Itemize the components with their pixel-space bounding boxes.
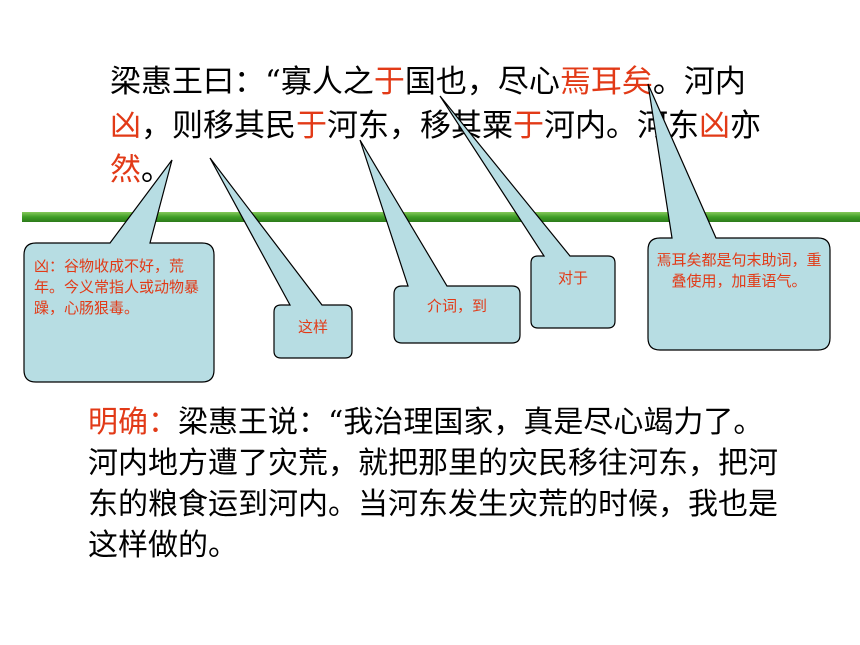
text-segment: 河内。河东 [544,108,699,144]
text-segment: 。河内 [652,64,746,100]
callout-yu-to-shape [359,139,521,344]
callout-yu-for-text: 对于 [557,269,588,287]
callout-yan-er-yi-shape [647,83,831,351]
callout-yu-to-text: 介词，到 [426,297,487,315]
text-segment: 河东，移其粟 [327,108,513,144]
callout-ran-text: 这样 [297,318,328,336]
callout-xiong-text: 凶：谷物收成不好，荒年。今义常指人或动物暴躁，心肠狠毒。 [34,257,200,317]
highlighted-word: 于 [513,108,544,144]
highlighted-word: 于 [296,108,327,144]
callout-yu-for-shape [439,95,616,329]
callout-ran-shape [209,157,353,359]
highlighted-word: 焉耳矣 [559,64,653,100]
text-segment: ，则移其民 [141,108,296,144]
highlighted-word: 凶 [699,108,730,144]
text-segment: 国也，尽心 [404,64,560,100]
text-segment: 亦 [730,108,761,144]
callout-xiong-shape [23,159,215,383]
highlighted-word: 凶 [110,108,141,144]
original-text: 梁惠王曰：“寡人之于国也，尽心焉耳矣。河内凶，则移其民于河东，移其粟于河内。河东… [110,60,800,192]
answer-label: 明确： [88,405,178,440]
highlighted-word: 然 [110,152,141,188]
callout-yan-er-yi-text: 焉耳矣都是句末助词，重叠使用，加重语气。 [656,251,822,290]
green-divider [22,212,860,222]
answer-text: 明确：梁惠王说：“我治理国家，真是尽心竭力了。河内地方遭了灾荒，就把那里的灾民移… [88,402,788,566]
answer-body: 梁惠王说：“我治理国家，真是尽心竭力了。河内地方遭了灾荒，就把那里的灾民移往河东… [88,405,778,563]
text-segment: 梁惠王曰：“寡人之 [110,64,374,100]
highlighted-word: 于 [373,64,405,100]
